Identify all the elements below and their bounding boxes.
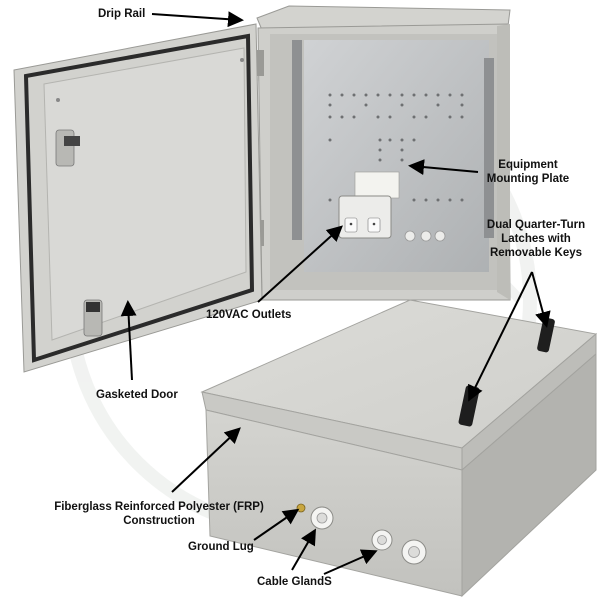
label-frp-construction: Fiberglass Reinforced Polyester (FRP) Co… [24,500,294,528]
arrow-drip-rail [151,11,244,28]
label-drip-rail: Drip Rail [98,8,146,20]
door-latch-bottom [83,299,103,337]
arrow-cable-gland-2 [323,549,378,575]
label-latches-line2: Latches with [501,233,571,245]
outlet-box [338,195,392,239]
ground-lug [296,503,306,513]
label-frp-line1: Fiberglass Reinforced Polyester (FRP) [54,501,264,513]
arrow-latch-front [468,271,533,402]
arrow-cable-gland-1 [291,528,317,571]
label-equipment-plate-line2: Mounting Plate [486,173,570,185]
closed-enclosure [200,299,598,598]
label-frp-line2: Construction [123,515,195,527]
open-enclosure [256,5,511,301]
label-equipment-plate: Equipment Mounting Plate [480,158,576,186]
label-equipment-plate-line1: Equipment [498,159,558,171]
arrow-gasketed-door [120,300,137,381]
door-gasket [23,33,255,363]
cable-gland-2 [371,529,393,551]
cable-gland-3 [401,539,427,565]
gasketed-door [13,23,263,373]
label-latches-line1: Dual Quarter-Turn [486,219,586,231]
arrow-outlets [257,225,343,303]
door-latch-top [55,129,80,167]
arrow-latch-back [531,271,551,328]
cable-gland-1 [310,506,334,530]
label-outlets: 120VAC Outlets [206,309,292,321]
equipment-mounting-plate [304,40,489,272]
label-gasketed-door: Gasketed Door [96,389,178,401]
arrow-equipment-plate [408,159,479,176]
callout-arrows [120,11,551,575]
arrow-ground-lug [253,508,300,541]
label-cable-glands: Cable GlandS [257,576,332,588]
label-latches-line3: Removable Keys [489,247,583,259]
arrow-frp [171,427,241,493]
label-ground-lug: Ground Lug [188,541,254,553]
label-latches: Dual Quarter-Turn Latches with Removable… [476,218,596,260]
